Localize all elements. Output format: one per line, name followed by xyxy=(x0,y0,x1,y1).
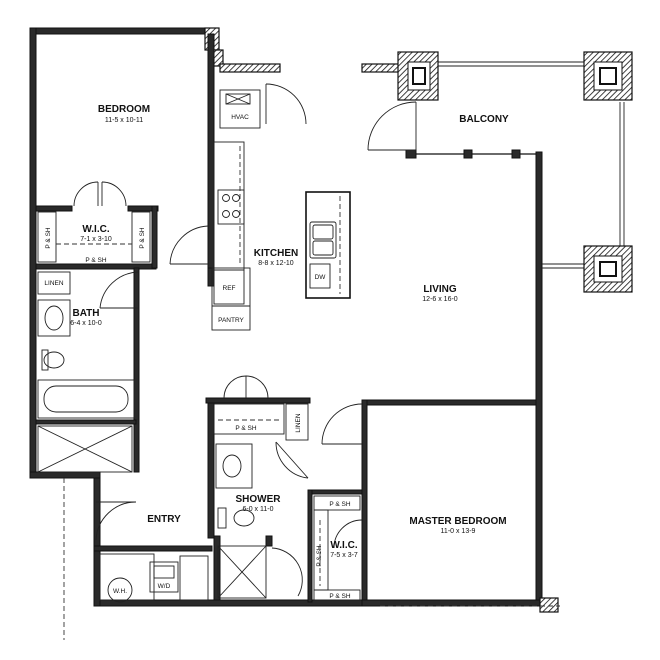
interior-walls xyxy=(35,205,537,607)
room-dims-master-bedroom: 11-0 x 13-9 xyxy=(441,528,476,535)
water-heater-label: W.H. xyxy=(113,588,127,595)
shelf-label: P & SH xyxy=(329,593,351,600)
room-dims-shower: 6-0 x 11-0 xyxy=(243,506,274,513)
shelf-label-side: P & SH xyxy=(45,227,52,249)
master-bath-fixtures xyxy=(99,403,361,603)
doors xyxy=(63,83,560,640)
room-dims-bath: 6-4 x 10-0 xyxy=(70,320,102,327)
linen-label: LINEN xyxy=(44,280,63,287)
balcony xyxy=(367,51,633,293)
bath-fixtures xyxy=(37,211,151,473)
linen-label: LINEN xyxy=(295,413,302,432)
pantry-label: PANTRY xyxy=(218,317,244,324)
balcony-column xyxy=(583,245,633,293)
room-dims-bedroom: 11-5 x 10-11 xyxy=(105,117,143,124)
washer-dryer-label: W/D xyxy=(158,583,171,590)
shelf-label-side: P & SH xyxy=(139,227,146,249)
balcony-column xyxy=(397,51,439,101)
kitchen-fixtures xyxy=(213,89,351,305)
room-dims-wic: 7-1 x 3-10 xyxy=(80,236,112,243)
room-name-master-wic: W.I.C. xyxy=(330,540,357,551)
ref-label: REF xyxy=(223,285,236,292)
room-name-kitchen: KITCHEN xyxy=(254,248,298,259)
hvac-label: HVAC xyxy=(231,114,249,121)
shelf-label: P & SH xyxy=(235,425,257,432)
room-name-balcony: BALCONY xyxy=(459,114,509,125)
room-name-entry: ENTRY xyxy=(147,514,181,525)
room-name-bedroom: BEDROOM xyxy=(98,104,150,115)
room-labels: BEDROOM 11-5 x 10-11 W.I.C. 7-1 x 3-10 P… xyxy=(44,104,509,600)
shelf-label: P & SH xyxy=(329,501,351,508)
dishwasher-label: DW xyxy=(315,274,327,281)
shelf-label: P & SH xyxy=(85,257,107,264)
room-name-shower: SHOWER xyxy=(236,494,282,505)
shelf-label-side: P & SH xyxy=(316,545,323,567)
room-dims-master-wic: 7-5 x 3-7 xyxy=(330,552,358,559)
room-dims-living: 12-6 x 16-0 xyxy=(422,296,458,303)
room-name-living: LIVING xyxy=(423,284,457,295)
room-name-master-bedroom: MASTER BEDROOM xyxy=(409,516,506,527)
room-dims-kitchen: 8-8 x 12-10 xyxy=(258,260,294,267)
balcony-column xyxy=(583,51,633,101)
room-name-wic: W.I.C. xyxy=(82,224,109,235)
room-name-bath: BATH xyxy=(72,308,99,319)
